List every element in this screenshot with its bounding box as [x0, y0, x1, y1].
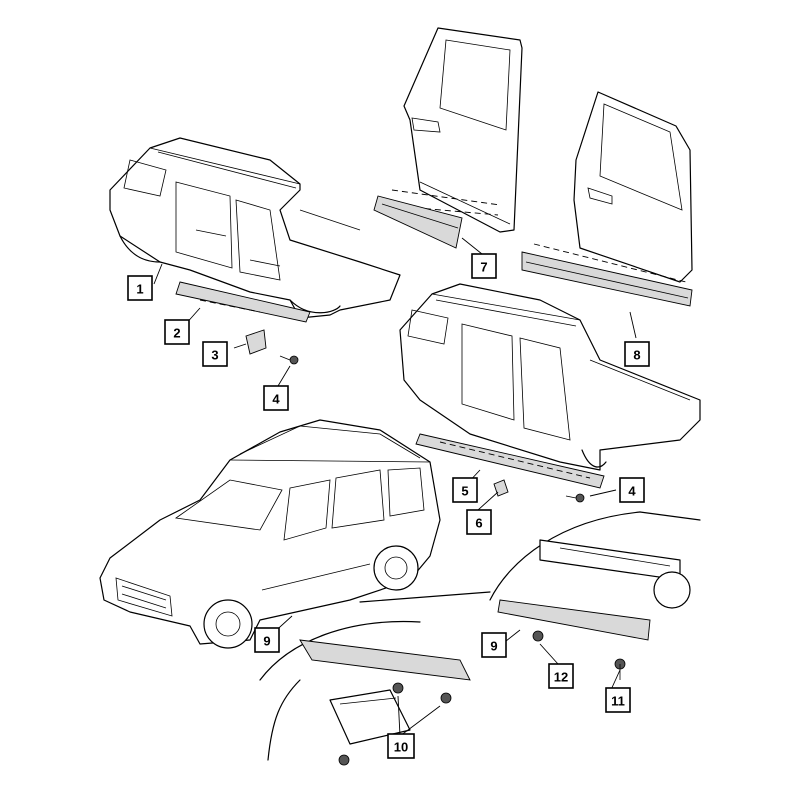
callout-number: 4 — [272, 392, 280, 407]
callout-box — [466, 509, 492, 535]
callout-number: 12 — [554, 670, 568, 685]
callout-box — [605, 687, 631, 713]
callout-8: 8 — [624, 341, 650, 367]
callout-box — [619, 477, 645, 503]
callout-number: 1 — [136, 282, 143, 297]
callout-number: 7 — [480, 260, 487, 275]
detail-connector-line — [359, 591, 491, 603]
callout-box — [481, 632, 507, 658]
rocker-panel-left — [175, 281, 311, 323]
callout-number: 9 — [263, 634, 270, 649]
callout-2: 2 — [164, 319, 190, 345]
rear-door-molding — [373, 195, 463, 249]
rear-door-illustration — [391, 27, 523, 233]
callout-10: 10 — [387, 733, 415, 759]
callout-5: 5 — [452, 477, 478, 503]
clip-fastener — [493, 479, 585, 503]
callout-12: 12 — [548, 663, 574, 689]
callout-4b: 4 — [619, 477, 645, 503]
bracket-left — [245, 329, 299, 365]
vehicle-illustration — [99, 419, 441, 649]
callout-7: 7 — [471, 253, 497, 279]
callout-box — [548, 663, 574, 689]
front-door-molding — [521, 251, 693, 307]
rocker-panel-right — [415, 433, 605, 489]
callout-3: 3 — [202, 341, 228, 367]
body-shell-lower — [399, 283, 701, 471]
detail-view-right — [489, 511, 701, 680]
callout-4a: 4 — [263, 385, 289, 411]
callout-number: 2 — [173, 326, 180, 341]
callout-number: 8 — [633, 348, 640, 363]
callout-box — [387, 733, 415, 759]
callout-11: 11 — [605, 687, 631, 713]
callout-number: 4 — [628, 484, 636, 499]
body-shell-upper — [109, 137, 401, 319]
callout-box — [263, 385, 289, 411]
callout-box — [164, 319, 190, 345]
callout-1: 1 — [127, 275, 153, 301]
callout-number: 9 — [490, 639, 497, 654]
callout-box — [471, 253, 497, 279]
callout-box — [202, 341, 228, 367]
callout-box — [452, 477, 478, 503]
callout-number: 6 — [475, 516, 482, 531]
callout-9b: 9 — [481, 632, 507, 658]
callout-number: 3 — [211, 348, 218, 363]
callout-6: 6 — [466, 509, 492, 535]
callout-number: 5 — [461, 484, 468, 499]
callout-number: 10 — [394, 740, 408, 755]
callout-box — [624, 341, 650, 367]
callout-9a: 9 — [254, 627, 280, 653]
callout-box — [254, 627, 280, 653]
callout-number: 11 — [611, 694, 625, 709]
detail-view-lower — [259, 620, 471, 766]
callout-box — [127, 275, 153, 301]
